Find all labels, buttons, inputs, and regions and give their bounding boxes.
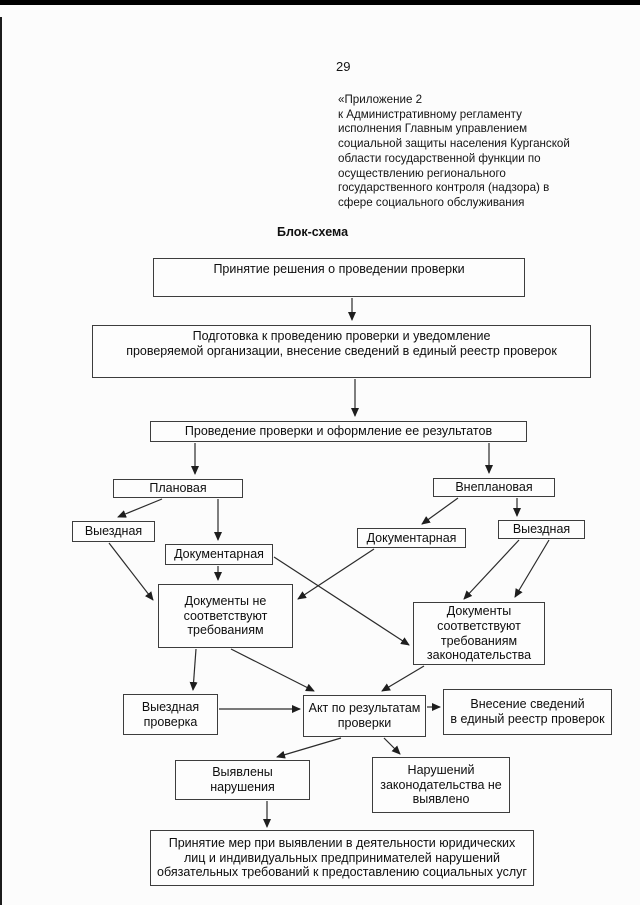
node-no-violations-label: Нарушений законодательства не выявлено [380,762,502,807]
edge-act-no-violations [383,737,401,755]
edge-documentary-left-docs-compliant [273,556,410,646]
node-no-violations: Нарушений законодательства не выявлено [372,757,510,813]
node-field-right-label: Выездная [512,522,571,537]
node-act-label: Акт по результатам проверки [308,701,421,730]
node-preparation-label: Подготовка к проведению проверки и уведо… [126,329,557,358]
node-measures: Принятие мер при выявлении в деятельност… [150,830,534,886]
node-violations-found: Выявлены нарушения [175,760,310,800]
edge-unplanned-documentary-right [421,497,459,525]
edge-docs-compliant-act [381,665,425,692]
node-violations-found-label: Выявлены нарушения [210,765,275,794]
node-docs-compliant-label: Документы соответствуют требованиям зако… [426,604,532,663]
node-planned: Плановая [113,479,243,498]
node-decision: Принятие решения о проведении проверки [153,258,525,297]
page-number: 29 [336,59,351,74]
edge-field-left-docs-noncompliant [108,542,154,601]
node-preparation: Подготовка к проведению проверки и уведо… [92,325,591,378]
edge-field-right-docs-compliant-2 [514,539,550,598]
edge-field-right-docs-compliant-1 [463,539,520,600]
node-documentary-left-label: Документарная [174,547,264,562]
node-field-left: Выездная [72,521,155,542]
appendix-header: «Приложение 2 к Административному реглам… [338,93,570,209]
node-register-entry: Внесение сведений в единый реестр провер… [443,689,612,735]
edge-documentary-right-docs-noncompliant [297,548,375,600]
node-field-inspection: Выездная проверка [123,694,218,735]
node-register-entry-label: Внесение сведений в единый реестр провер… [450,697,605,726]
diagram-title: Блок-схема [276,225,349,239]
edge-act-violations-found [276,737,342,759]
edge-docs-noncompliant-field-inspection [189,648,198,691]
node-unplanned-label: Внеплановая [455,480,533,495]
node-measures-label: Принятие мер при выявлении в деятельност… [157,835,527,880]
node-field-inspection-label: Выездная проверка [141,699,200,729]
node-documentary-right: Документарная [357,528,466,548]
node-conduct-label: Проведение проверки и оформление ее резу… [184,424,493,439]
node-docs-noncompliant: Документы не соответствуют требованиям [158,584,293,648]
node-docs-compliant: Документы соответствуют требованиям зако… [413,602,545,665]
edge-planned-field-left [117,498,163,518]
node-unplanned: Внеплановая [433,478,555,497]
node-documentary-left: Документарная [165,544,273,565]
scan-top-black-bar [0,0,640,5]
node-docs-noncompliant-label: Документы не соответствуют требованиям [183,593,268,638]
edge-docs-noncompliant-act [230,648,315,692]
node-field-right: Выездная [498,520,585,539]
scan-left-edge-line [0,17,2,905]
node-conduct: Проведение проверки и оформление ее резу… [150,421,527,442]
node-documentary-right-label: Документарная [366,530,457,545]
node-planned-label: Плановая [149,481,207,496]
node-field-left-label: Выездная [84,524,143,539]
node-decision-label: Принятие решения о проведении проверки [213,262,465,276]
node-act: Акт по результатам проверки [303,695,426,737]
